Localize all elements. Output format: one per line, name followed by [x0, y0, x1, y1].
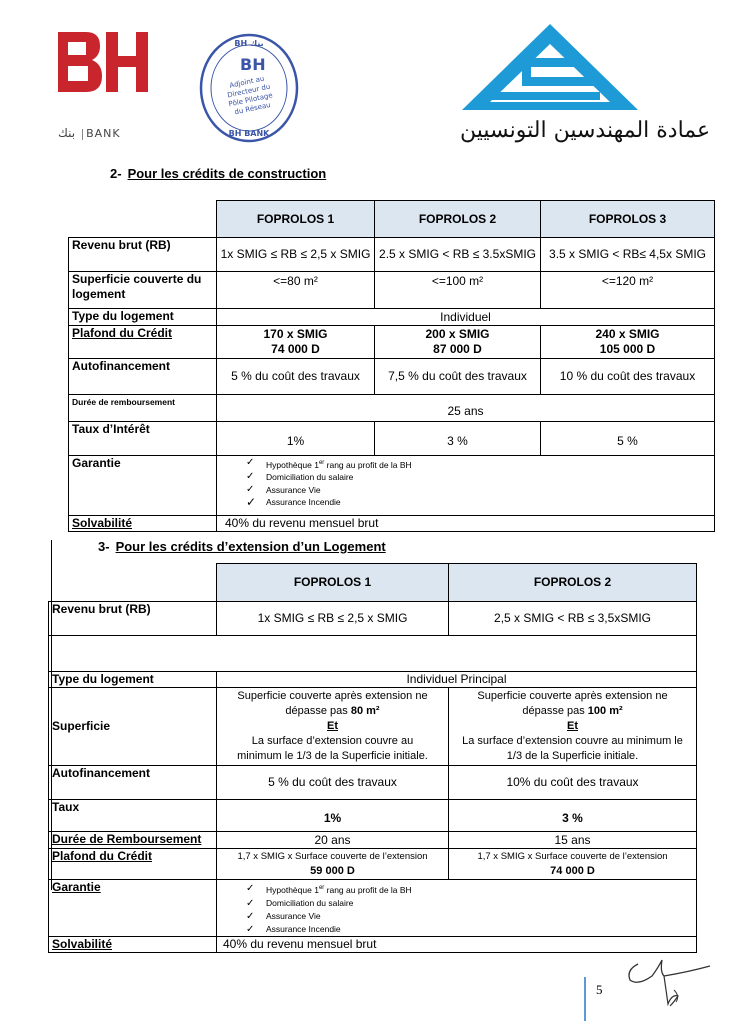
row-label-superficie: Superficie couverte du logement	[68, 271, 217, 309]
column-header: FOPROLOS 1	[216, 563, 449, 602]
column-header: FOPROLOS 2	[448, 563, 697, 602]
checkmark-icon: ✓	[246, 923, 255, 935]
row-label-type: Type du logement	[48, 671, 217, 688]
table-cell: 1%	[216, 421, 375, 456]
row-label-autofinancement: Autofinancement	[48, 765, 217, 800]
list-item: ✓Assurance Incendie	[246, 923, 341, 935]
construction-credit-table: FOPROLOS 1 FOPROLOS 2 FOPROLOS 3 Revenu …	[68, 200, 715, 532]
table-cell: 40% du revenu mensuel brut	[216, 935, 697, 953]
svg-text:BH BANK: BH BANK	[229, 129, 271, 138]
extension-credit-table: FOPROLOS 1 FOPROLOS 2 Revenu brut (RB) 1…	[48, 563, 697, 953]
table-cell: 2,5 x SMIG < RB ≤ 3,5xSMIG	[448, 601, 697, 636]
table-cell: 5 % du coût des travaux	[216, 765, 449, 800]
list-item: ✓Domiciliation du salaire	[246, 471, 354, 483]
table-cell: 7,5 % du coût des travaux	[374, 358, 541, 395]
section-3-heading: 3-Pour les crédits d’extension d’un Loge…	[98, 539, 386, 554]
list-item: ✓Domiciliation du salaire	[246, 897, 354, 909]
table-cell: Individuel Principal	[216, 671, 697, 688]
page-number-rule	[584, 977, 586, 1021]
table-cell: 3 %	[448, 799, 697, 832]
checkmark-icon: ✓	[246, 483, 255, 495]
row-label-taux: Taux d’Intérêt	[68, 421, 217, 456]
section-2-heading: 2-Pour les crédits de construction	[110, 166, 327, 181]
row-label-duree: Durée de remboursement	[68, 394, 217, 422]
table-cell: <=120 m²	[540, 271, 715, 309]
row-label-type: Type du logement	[68, 308, 217, 326]
checkmark-icon: ✓	[246, 883, 255, 894]
checkmark-icon: ✓	[246, 910, 255, 922]
table-cell: 1,7 x SMIG x Surface couverte de l’exten…	[216, 848, 449, 880]
row-label-plafond: Plafond du Crédit	[68, 325, 217, 359]
row-label-plafond: Plafond du Crédit	[48, 848, 217, 880]
column-header: FOPROLOS 2	[374, 200, 541, 238]
row-label-solvabilite: Solvabilité	[68, 515, 217, 532]
checkmark-icon: ✓	[246, 495, 257, 510]
table-cell: 1%	[216, 799, 449, 832]
row-label-superficie: Superficie	[48, 687, 217, 766]
table-cell: 15 ans	[448, 831, 697, 849]
svg-text:BH: BH	[240, 55, 266, 74]
oit-emblem	[462, 24, 638, 110]
table-cell: 3.5 x SMIG < RB≤ 4,5x SMIG	[540, 237, 715, 272]
table-cell: Superficie couverte après extension ne d…	[216, 687, 449, 766]
bh-logo-letters	[58, 32, 148, 92]
table-cell: 5 %	[540, 421, 715, 456]
row-label-taux: Taux	[48, 799, 217, 832]
checkmark-icon: ✓	[246, 897, 255, 909]
table-cell: Superficie couverte après extension ne d…	[448, 687, 697, 766]
row-label-garantie: Garantie	[68, 455, 217, 516]
table-cell: <=80 m²	[216, 271, 375, 309]
table-cell: 25 ans	[216, 394, 715, 422]
row-label-duree: Durée de Remboursement	[48, 831, 217, 849]
table-cell: <=100 m²	[374, 271, 541, 309]
table-corner	[68, 200, 217, 238]
table-cell: 20 ans	[216, 831, 449, 849]
guarantee-list-cell: ✓Hypothèque 1er rang au profit de la BH …	[216, 879, 697, 937]
handwritten-signature	[628, 959, 711, 1007]
oit-arabic-name: عمادة المهندسين التونسيين	[460, 118, 711, 143]
list-item: ✓Hypothèque 1er rang au profit de la BH	[246, 883, 412, 895]
checkmark-icon: ✓	[246, 471, 255, 483]
column-header: FOPROLOS 1	[216, 200, 375, 238]
table-cell: 1x SMIG ≤ RB ≤ 2,5 x SMIG	[216, 601, 449, 636]
list-item: ✓Assurance Vie	[246, 483, 321, 495]
table-cell: 40% du revenu mensuel brut	[216, 515, 715, 532]
table-cell: 10% du coût des travaux	[448, 765, 697, 800]
list-item: ✓Assurance Incendie	[246, 495, 341, 510]
table-cell: 2.5 x SMIG < RB ≤ 3.5xSMIG	[374, 237, 541, 272]
column-header: FOPROLOS 3	[540, 200, 715, 238]
oit-logo: عمادة المهندسين التونسيين	[460, 22, 711, 152]
table-cell: 5 % du coût des travaux	[216, 358, 375, 395]
page-number: 5	[596, 982, 603, 997]
table-cell: 3 %	[374, 421, 541, 456]
table-corner	[48, 563, 217, 602]
row-label-solvabilite: Solvabilité	[48, 935, 217, 953]
bh-bank-stamp: BH بنك BH Adjoint au Directeur du Pôle P…	[199, 33, 299, 143]
svg-text:BH بنك: BH بنك	[234, 39, 263, 48]
guarantee-list: ✓Hypothèque 1er rang au profit de la BH …	[220, 457, 711, 509]
row-label-revenu: Revenu brut (RB)	[48, 601, 217, 636]
table-cell: 1,7 x SMIG x Surface couverte de l’exten…	[448, 848, 697, 880]
table-cell: 1x SMIG ≤ RB ≤ 2,5 x SMIG	[216, 237, 375, 272]
row-label-autofinancement: Autofinancement	[68, 358, 217, 395]
guarantee-list: ✓Hypothèque 1er rang au profit de la BH …	[220, 882, 693, 935]
guarantee-list-cell: ✓Hypothèque 1er rang au profit de la BH …	[216, 455, 715, 516]
list-item: ✓Assurance Vie	[246, 910, 321, 922]
list-item: ✓Hypothèque 1er rang au profit de la BH	[246, 457, 412, 470]
row-label-garantie: Garantie	[48, 879, 217, 937]
table-cell: Individuel	[216, 308, 715, 326]
checkmark-icon: ✓	[246, 457, 255, 468]
empty-row	[48, 635, 697, 672]
table-cell: 10 % du coût des travaux	[540, 358, 715, 395]
row-label-revenu: Revenu brut (RB)	[68, 237, 217, 272]
